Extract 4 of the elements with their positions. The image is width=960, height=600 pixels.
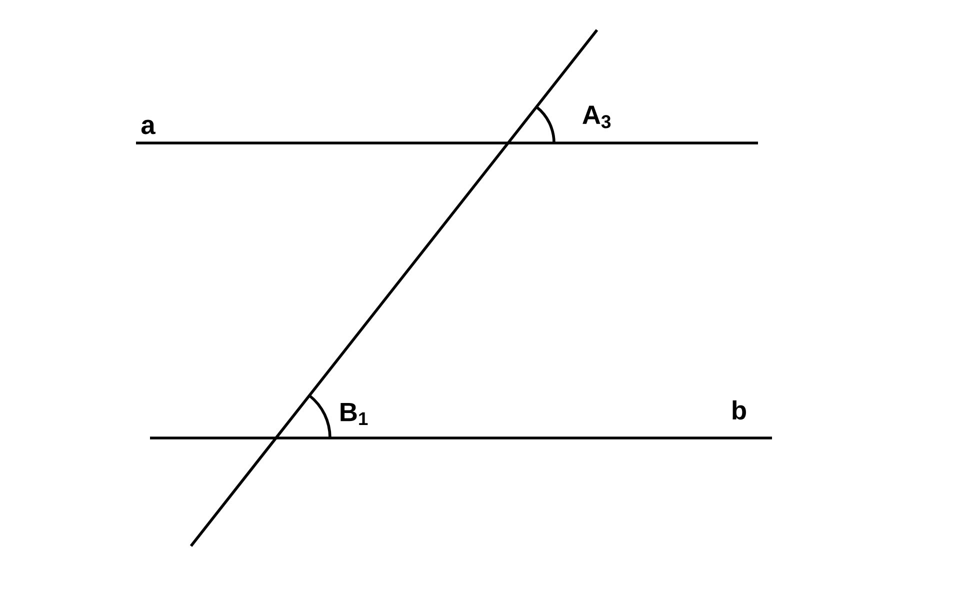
angle-label: A$_{3}$ — [582, 106, 611, 128]
line-label: b — [732, 400, 746, 420]
angle-label: B$_{1}$ — [340, 402, 368, 426]
line-label: a — [141, 120, 156, 134]
